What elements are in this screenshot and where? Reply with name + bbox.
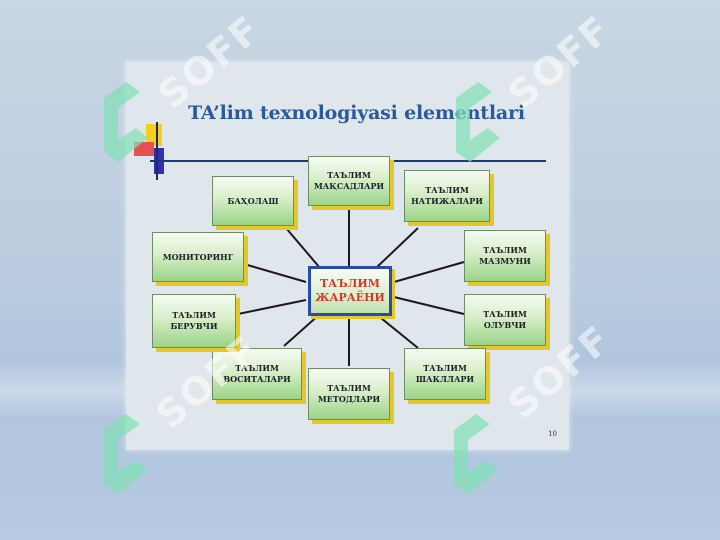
node-forms: ТАЪЛИМ ШАКЛЛАРИ bbox=[404, 348, 486, 400]
connector-tools bbox=[283, 313, 321, 347]
connector-forms bbox=[375, 313, 419, 349]
slide: TA’lim texnologiyasi elementlari ТАЪЛИМ … bbox=[126, 62, 569, 450]
slide-title: TA’lim texnologiyasi elementlari bbox=[188, 102, 525, 124]
connector-lines bbox=[237, 208, 465, 366]
watermark-logo-icon bbox=[454, 414, 498, 494]
connector-monitoring bbox=[243, 263, 307, 283]
decoration-vertical-line bbox=[156, 122, 158, 180]
node-methods: ТАЪЛИМ МЕТОДЛАРИ bbox=[308, 368, 390, 420]
node-goals: ТАЪЛИМ МАҚСАДЛАРИ bbox=[308, 156, 390, 206]
connector-results bbox=[375, 227, 419, 269]
connector-assessment bbox=[285, 227, 321, 269]
node-results: ТАЪЛИМ НАТИЖАЛАРИ bbox=[404, 170, 490, 222]
watermark-logo-icon bbox=[456, 82, 500, 162]
page-number: 10 bbox=[548, 430, 557, 438]
node-teacher: ТАЪЛИМ БЕРУВЧИ bbox=[152, 294, 236, 348]
connector-teacher bbox=[237, 299, 307, 315]
connector-content bbox=[393, 261, 465, 283]
connector-learner bbox=[393, 296, 465, 315]
node-assessment: БАҲОЛАШ bbox=[212, 176, 294, 226]
watermark-logo-icon bbox=[104, 414, 148, 494]
node-content: ТАЪЛИМ МАЗМУНИ bbox=[464, 230, 546, 282]
node-monitoring: МОНИТОРИНГ bbox=[152, 232, 244, 282]
center-node: ТАЪЛИМ ЖАРАЁНИ bbox=[308, 266, 392, 316]
decoration-red-square bbox=[134, 142, 154, 156]
node-tools: ТАЪЛИМ ВОСИТАЛАРИ bbox=[212, 348, 302, 400]
watermark-logo-icon bbox=[104, 82, 148, 162]
decoration-yellow-square bbox=[146, 124, 162, 146]
node-learner: ТАЪЛИМ ОЛУВЧИ bbox=[464, 294, 546, 346]
